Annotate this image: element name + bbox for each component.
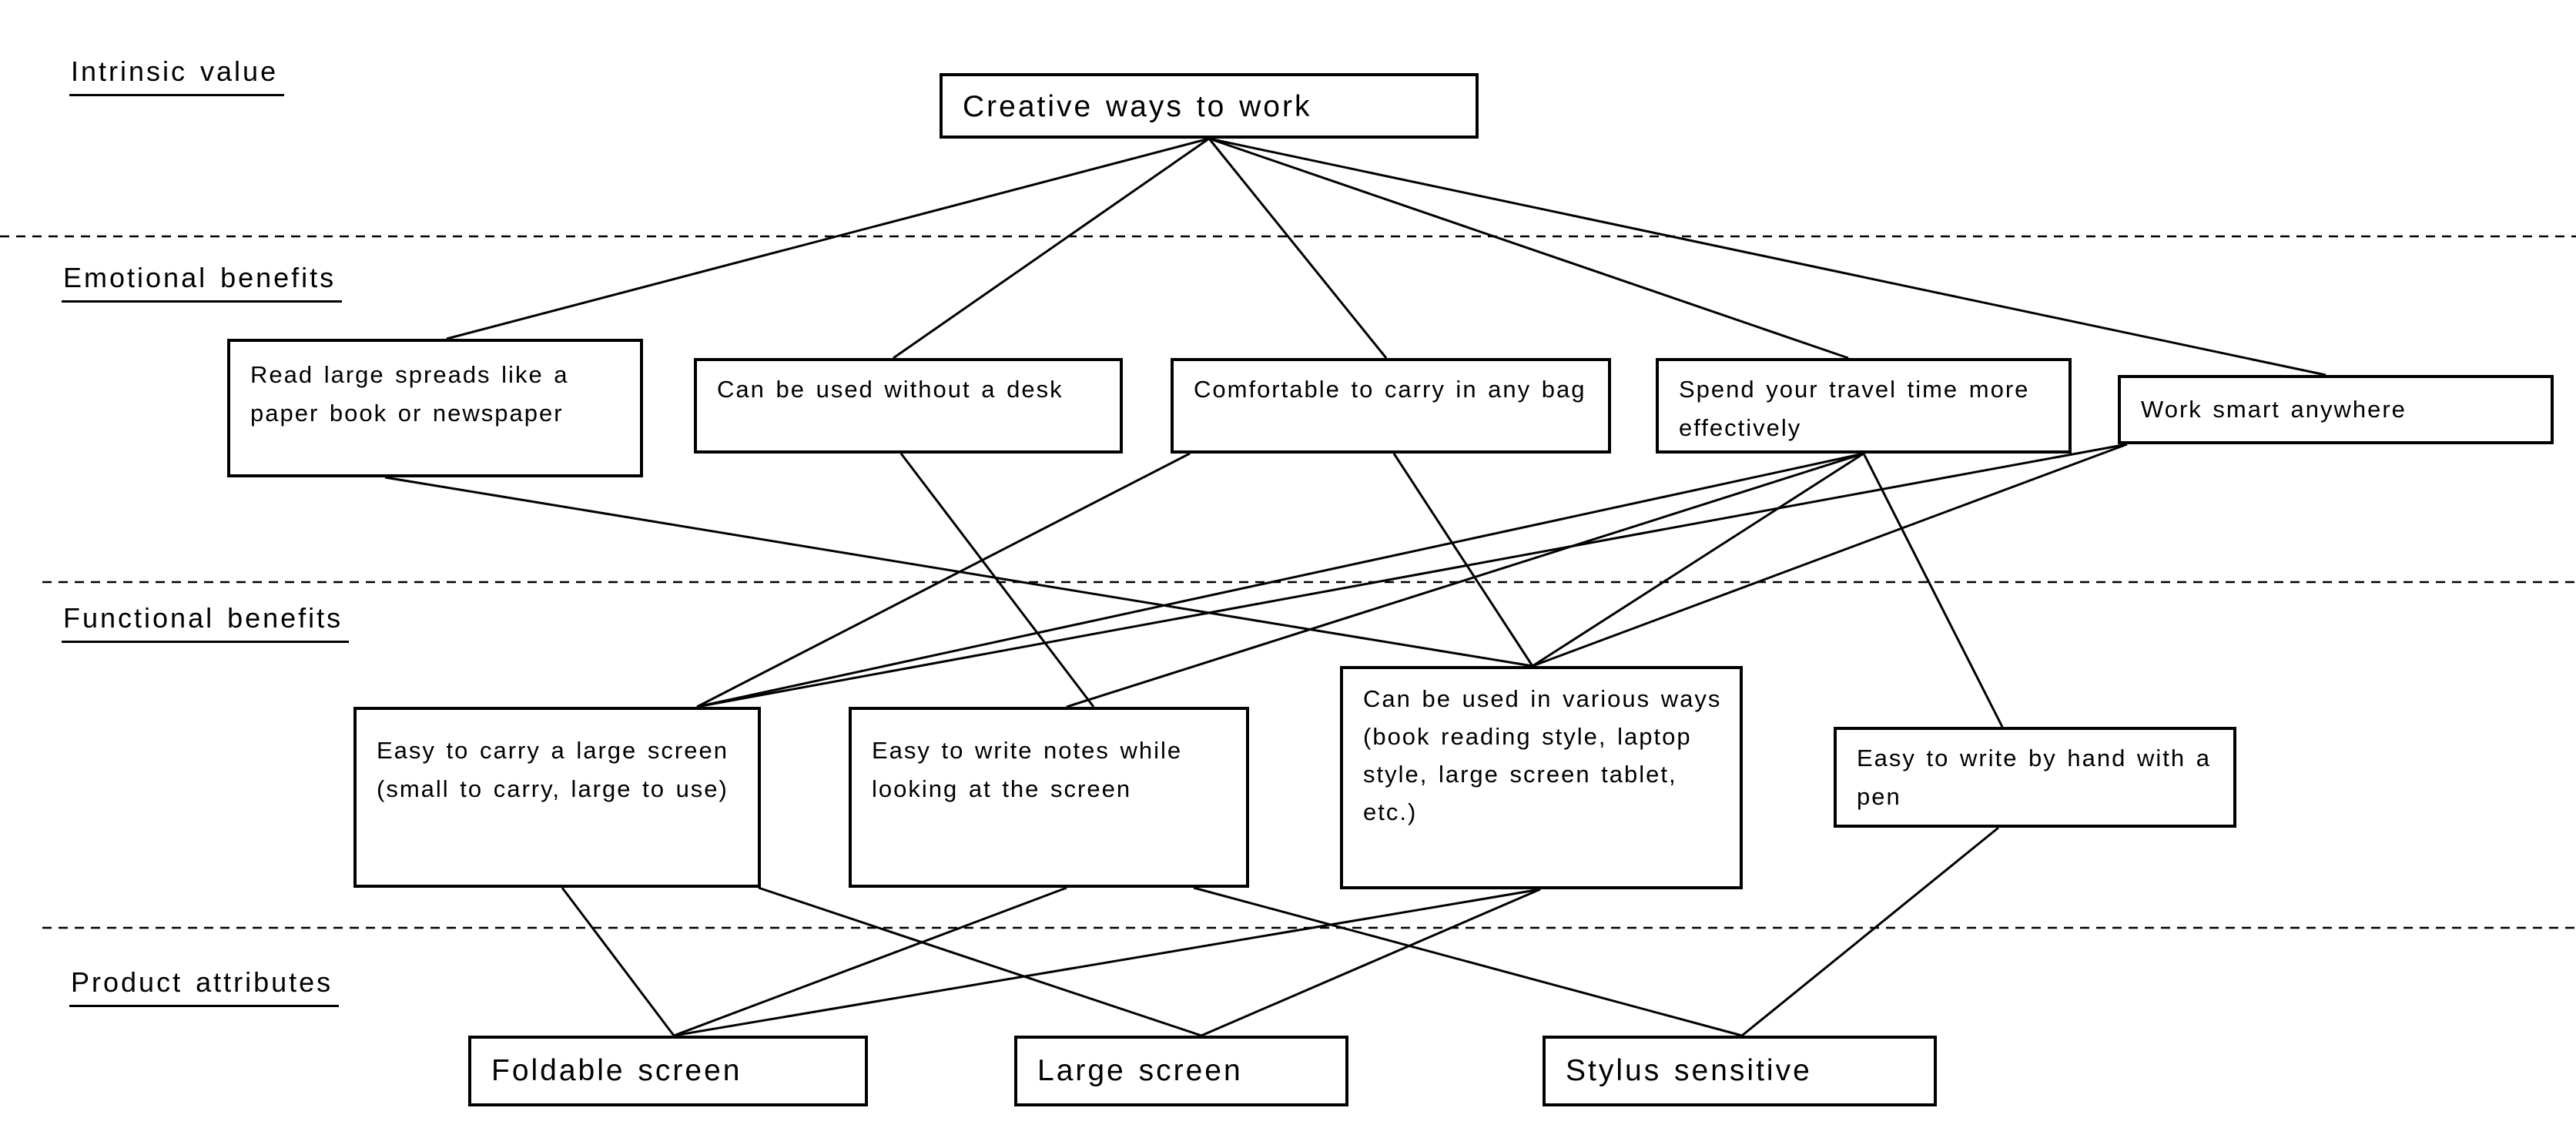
connector-fb2-pa1: [673, 886, 1067, 1037]
node-comfortable-to-carry: Comfortable to carry in any bag: [1171, 358, 1611, 454]
connector-eb4-fb1: [696, 452, 1864, 708]
connector-title-eb3: [1208, 138, 1388, 359]
node-write-notes-looking-screen: Easy to write notes while looking at the…: [849, 707, 1249, 888]
connector-eb3-fb3: [1392, 453, 1534, 667]
node-travel-time-effectively: Spend your travel time more effectively: [1656, 358, 2072, 454]
connector-eb4-fb2: [1066, 452, 1864, 708]
node-used-without-a-desk: Can be used without a desk: [694, 358, 1123, 454]
node-work-smart-anywhere: Work smart anywhere: [2118, 375, 2554, 444]
node-creative-ways-to-work: Creative ways to work: [940, 73, 1479, 139]
node-easy-to-carry-large-screen: Easy to carry a large screen (small to c…: [353, 707, 761, 888]
connector-eb2-fb2: [899, 453, 1095, 708]
connector-fb3-pa1: [673, 888, 1541, 1037]
level-label-product-attributes: Product attributes: [69, 966, 340, 1007]
connector-eb4-fb4: [1862, 453, 2004, 728]
connector-title-eb4: [1208, 137, 1849, 360]
connector-title-eb1: [446, 137, 1210, 340]
node-foldable-screen: Foldable screen: [468, 1036, 868, 1106]
level-label-emotional-benefits: Emotional benefits: [62, 262, 343, 303]
connector-title-eb5: [1208, 137, 2326, 377]
connector-fb1-pa1: [561, 887, 675, 1036]
connector-fb1-pa2: [758, 886, 1202, 1037]
node-large-screen: Large screen: [1014, 1036, 1348, 1106]
level-label-functional-benefits: Functional benefits: [62, 602, 350, 643]
connector-eb4-fb3: [1532, 452, 1864, 668]
connector-eb5-fb3: [1532, 443, 2128, 668]
connector-eb5-fb1: [696, 443, 2128, 708]
connector-fb3-pa2: [1201, 888, 1541, 1037]
node-used-in-various-ways: Can be used in various ways (book readin…: [1340, 666, 1743, 889]
node-read-large-spreads: Read large spreads like a paper book or …: [227, 339, 643, 477]
connector-fb2-pa3: [1193, 886, 1743, 1037]
node-stylus-sensitive: Stylus sensitive: [1543, 1036, 1937, 1106]
connector-title-eb2: [893, 137, 1210, 360]
level-label-intrinsic-value: Intrinsic value: [69, 55, 285, 96]
node-write-by-hand-with-pen: Easy to write by hand with a pen: [1834, 727, 2236, 828]
connector-eb3-fb1: [696, 452, 1191, 708]
connector-fb4-pa3: [1741, 826, 1999, 1037]
